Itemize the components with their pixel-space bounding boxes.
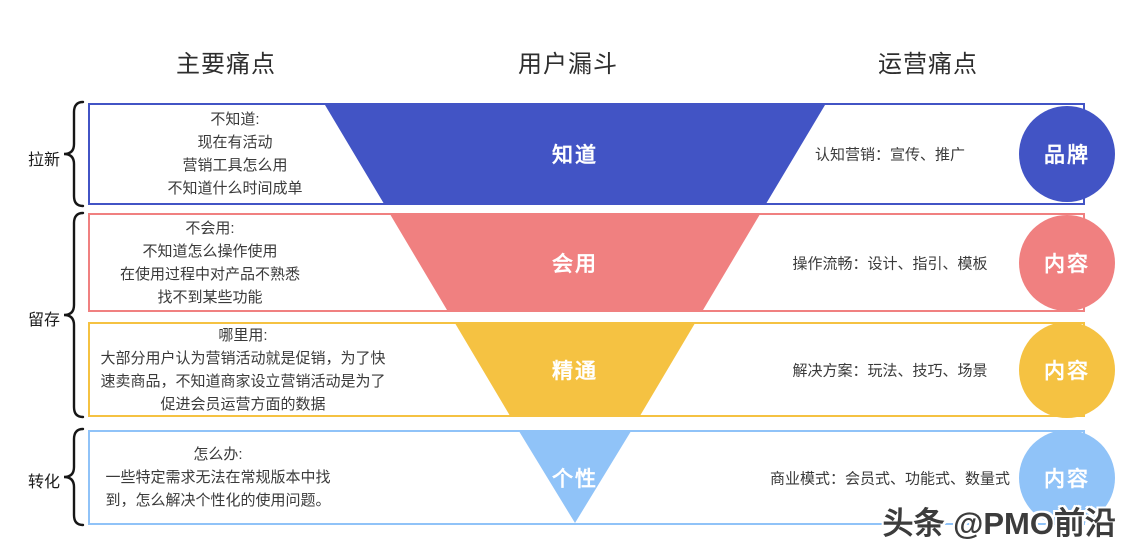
funnel-stage-label-proficient: 精通 [552,359,598,383]
pain-text-personalized: 怎么办: 一些特定需求无法在常规版本中找 到，怎么解决个性化的使用问题。 [105,446,331,509]
pain-text-know: 不知道: 现在有活动 营销工具怎么用 不知道什么时间成单 [167,111,303,197]
ops-text-can-use: 操作流畅：设计、指引、模板 [792,255,988,272]
category-circle-brand: 品牌 [1019,106,1115,202]
watermark: 头条 @PMO前沿 [882,506,1116,541]
funnel-row-personalized: 怎么办: 一些特定需求无法在常规版本中找 到，怎么解决个性化的使用问题。 个性 … [88,429,1115,526]
funnel-stage-label-can-use: 会用 [552,252,598,276]
funnel-row-know: 不知道: 现在有活动 营销工具怎么用 不知道什么时间成单 知道 认知营销：宣传、… [88,103,1115,205]
funnel-segment-know [325,105,825,203]
funnel-segment-personalized [519,432,631,523]
ops-text-personalized: 商业模式：会员式、功能式、数量式 [769,470,1010,487]
funnel-row-can-use: 不会用: 不知道怎么操作使用 在使用过程中对产品不熟悉 找不到某些功能 会用 操… [88,213,1115,312]
funnel-segment-can-use [390,215,760,310]
category-circle-content-2: 内容 [1019,321,1115,418]
category-circle-content-3: 内容 [1019,429,1115,526]
column-header-main-pain: 主要痛点 [176,51,276,78]
category-circle-content-1: 内容 [1019,214,1115,311]
ops-text-proficient: 解决方案：玩法、技巧、场景 [792,362,988,379]
pain-text-proficient: 哪里用: 大部分用户认为营销活动就是促销，为了快 速卖商品，不知道商家设立营销活… [100,326,386,413]
stage-label-retention: 留存 [27,312,60,329]
funnel-row-proficient: 哪里用: 大部分用户认为营销活动就是促销，为了快 速卖商品，不知道商家设立营销活… [88,321,1115,418]
stage-bracket-conversion [63,427,85,527]
stage-bracket-acquisition [63,100,85,208]
stage-label-acquisition: 拉新 [27,152,60,169]
stage-label-conversion: 转化 [27,474,60,491]
pain-text-can-use: 不会用: 不知道怎么操作使用 在使用过程中对产品不熟悉 找不到某些功能 [119,219,300,306]
funnel-stage-label-know: 知道 [552,144,598,167]
ops-text-know: 认知营销：宣传、推广 [814,146,965,164]
funnel-segment-proficient [455,324,695,415]
column-header-ops-pain: 运营痛点 [878,51,978,78]
stage-bracket-retention [63,211,85,419]
column-header-user-funnel: 用户漏斗 [518,51,618,78]
funnel-stage-label-personalized: 个性 [552,467,598,491]
